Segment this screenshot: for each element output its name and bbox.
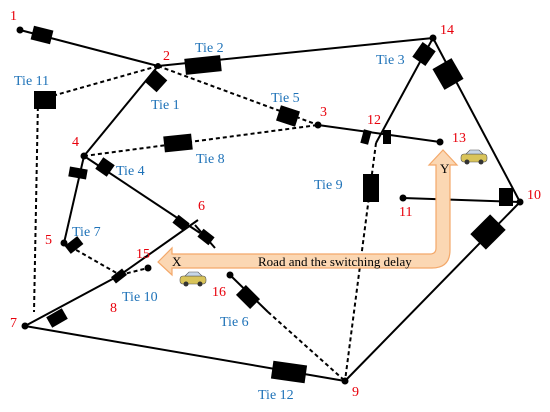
switch-12a — [360, 129, 372, 145]
switch-4a — [68, 166, 88, 180]
node-label-12: 12 — [367, 113, 381, 128]
switch-tie-2 — [184, 55, 222, 75]
switch-tie-6 — [235, 284, 261, 310]
node-label-10: 10 — [527, 188, 541, 203]
tie-label-9: Tie 9 — [314, 178, 343, 193]
road-end-marker: Y — [440, 161, 450, 176]
switch-tie-7 — [64, 236, 84, 254]
switch-tie-8 — [163, 133, 193, 153]
car-icon — [460, 149, 488, 165]
node-dot-13 — [436, 138, 444, 146]
node-label-13: 13 — [452, 131, 466, 146]
switch-tie-3 — [412, 42, 436, 66]
node-label-3: 3 — [320, 105, 327, 120]
node-label-14: 14 — [440, 23, 454, 38]
node-label-16: 16 — [212, 285, 226, 300]
node-dot-4 — [80, 152, 88, 160]
node-dot-2 — [155, 63, 161, 69]
node-dot-16 — [226, 271, 234, 279]
tie-label-1: Tie 1 — [151, 98, 180, 113]
switches — [30, 25, 513, 384]
tie-label-10: Tie 10 — [122, 290, 158, 305]
node-label-1: 1 — [10, 9, 17, 24]
switch-tie-5 — [276, 105, 300, 127]
node-label-15: 15 — [136, 247, 150, 262]
node-dot-14 — [429, 34, 437, 42]
node-dot-10 — [516, 198, 524, 206]
switch-12b — [383, 130, 391, 144]
node-dot-1 — [16, 26, 24, 34]
node-dot-9 — [341, 377, 349, 385]
switch-tie-4 — [95, 157, 115, 177]
road-label: Road and the switching delay — [258, 254, 412, 269]
switch-14 — [432, 58, 464, 90]
node-dots — [16, 26, 524, 385]
tie-label-7: Tie 7 — [72, 225, 101, 240]
switch-9-10 — [470, 214, 506, 250]
switch-8 — [111, 268, 127, 284]
switch-tie-11 — [34, 91, 56, 109]
tie-labels: Tie 1 Tie 2 Tie 3 Tie 4 Tie 5 Tie 6 Tie … — [14, 41, 405, 403]
node-label-11: 11 — [399, 205, 412, 220]
car-icon — [179, 271, 207, 287]
tie-label-6: Tie 6 — [220, 315, 249, 330]
node-label-6: 6 — [198, 199, 205, 214]
road-start-marker: X — [172, 254, 182, 269]
switch-10 — [499, 188, 513, 206]
node-label-4: 4 — [72, 135, 79, 150]
tie-label-8: Tie 8 — [196, 152, 225, 167]
switch-tie-9 — [363, 174, 379, 202]
node-dot-7 — [21, 322, 29, 330]
tie-label-4: Tie 4 — [116, 164, 145, 179]
road-arrow: Road and the switching delay X Y — [157, 149, 459, 277]
tie-label-12: Tie 12 — [258, 388, 294, 403]
switch-1 — [30, 25, 54, 45]
node-label-9: 9 — [352, 385, 359, 400]
node-dot-15 — [144, 264, 152, 272]
switch-7 — [46, 308, 68, 328]
node-labels: 1 2 3 4 5 6 7 8 9 10 11 12 13 14 15 16 — [10, 9, 541, 400]
node-label-8: 8 — [110, 301, 117, 316]
switch-6b — [197, 228, 215, 246]
switch-tie-12 — [270, 360, 308, 384]
node-label-2: 2 — [163, 49, 170, 64]
tie-label-3: Tie 3 — [376, 53, 405, 68]
tie-label-2: Tie 2 — [195, 41, 224, 56]
node-dot-3 — [314, 121, 322, 129]
node-dot-11 — [399, 194, 407, 202]
node-dot-5 — [60, 239, 68, 247]
tie-label-11: Tie 11 — [14, 74, 49, 89]
switch-6a — [172, 214, 190, 232]
tie-label-5: Tie 5 — [271, 91, 300, 106]
switch-tie-1 — [144, 69, 168, 93]
node-label-5: 5 — [45, 233, 52, 248]
node-label-7: 7 — [10, 316, 17, 331]
